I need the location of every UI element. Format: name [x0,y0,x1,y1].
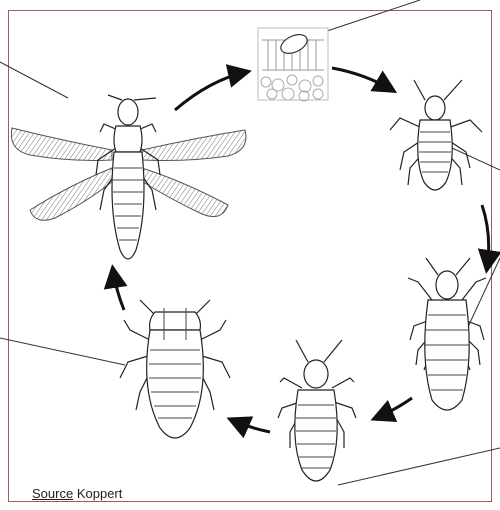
adult-wing-upper-left [11,128,112,160]
prepupa [120,300,230,438]
arrow-larva2-to-pupa [376,398,412,418]
arrow-pupa-to-prepupa [232,420,270,432]
leader-lines [0,0,500,485]
source-caption: Source Koppert [32,486,122,501]
adult-wing-upper-right [142,130,246,161]
leader-line-pupa [338,448,500,485]
egg-stage [258,28,328,101]
leader-line-adult [0,62,68,98]
pupa [278,340,356,481]
second-instar-larva [408,258,486,410]
adult-thrips [11,95,246,259]
adult-wing-lower-left [30,168,114,220]
arrow-prepupa-to-adult [113,270,124,310]
arrow-larva1-to-larva2 [482,205,489,268]
source-name: Koppert [77,486,123,501]
source-link[interactable]: Source [32,486,73,501]
adult-wing-lower-right [140,168,228,217]
arrow-adult-to-egg [175,72,246,110]
leader-line-prepupa [0,338,125,365]
first-instar-larva [390,80,482,190]
arrow-egg-to-larva1 [332,68,392,90]
